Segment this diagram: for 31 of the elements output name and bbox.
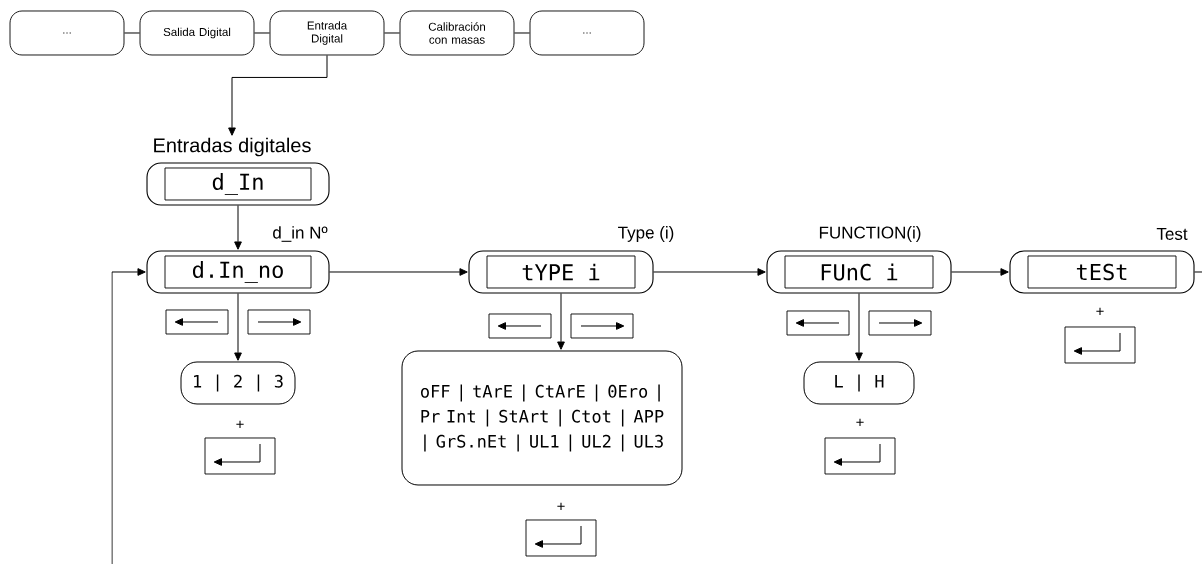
display-box: d_In: [146, 162, 330, 206]
display-heading: Test: [1156, 228, 1188, 240]
arrow: [951, 268, 1009, 276]
menu-box: Calibración con masas: [399, 10, 515, 56]
arrow: [111, 268, 146, 564]
option-box: oFF | tArE | CtArE | 0Ero | Pr Int | StArt | Ctot | APP | GrS.nEt | UL1 | UL2 | UL3: [401, 350, 683, 486]
plus-sign: +: [236, 420, 244, 428]
arrow: [234, 293, 242, 361]
plus-sign: +: [1096, 307, 1104, 315]
menu-box: ...: [529, 10, 645, 56]
display-heading: Type (i): [618, 226, 674, 242]
menu-box: ...: [9, 10, 125, 56]
display-heading: FUNCTION(i): [819, 226, 921, 242]
plus-sign: +: [557, 502, 565, 510]
arrow: [228, 54, 328, 136]
display-box: d.In_no: [146, 250, 330, 294]
display-box: FUnC i: [766, 250, 952, 294]
arrow: [329, 268, 468, 276]
arrow: [557, 293, 565, 350]
option-box: L | H: [803, 361, 915, 405]
option-box: 1 | 2 | 3: [180, 361, 296, 405]
display-box: tESt: [1009, 250, 1195, 294]
arrow: [653, 268, 766, 276]
arrow: [234, 205, 242, 250]
plus-sign: +: [856, 418, 864, 426]
menu-box: Salida Digital: [139, 10, 255, 56]
display-heading: d_in Nº: [273, 226, 328, 242]
arrow: [855, 293, 863, 361]
display-heading: Entradas digitales: [154, 137, 311, 157]
menu-box: Entrada Digital: [269, 10, 385, 56]
display-box: tYPE i: [468, 250, 654, 294]
